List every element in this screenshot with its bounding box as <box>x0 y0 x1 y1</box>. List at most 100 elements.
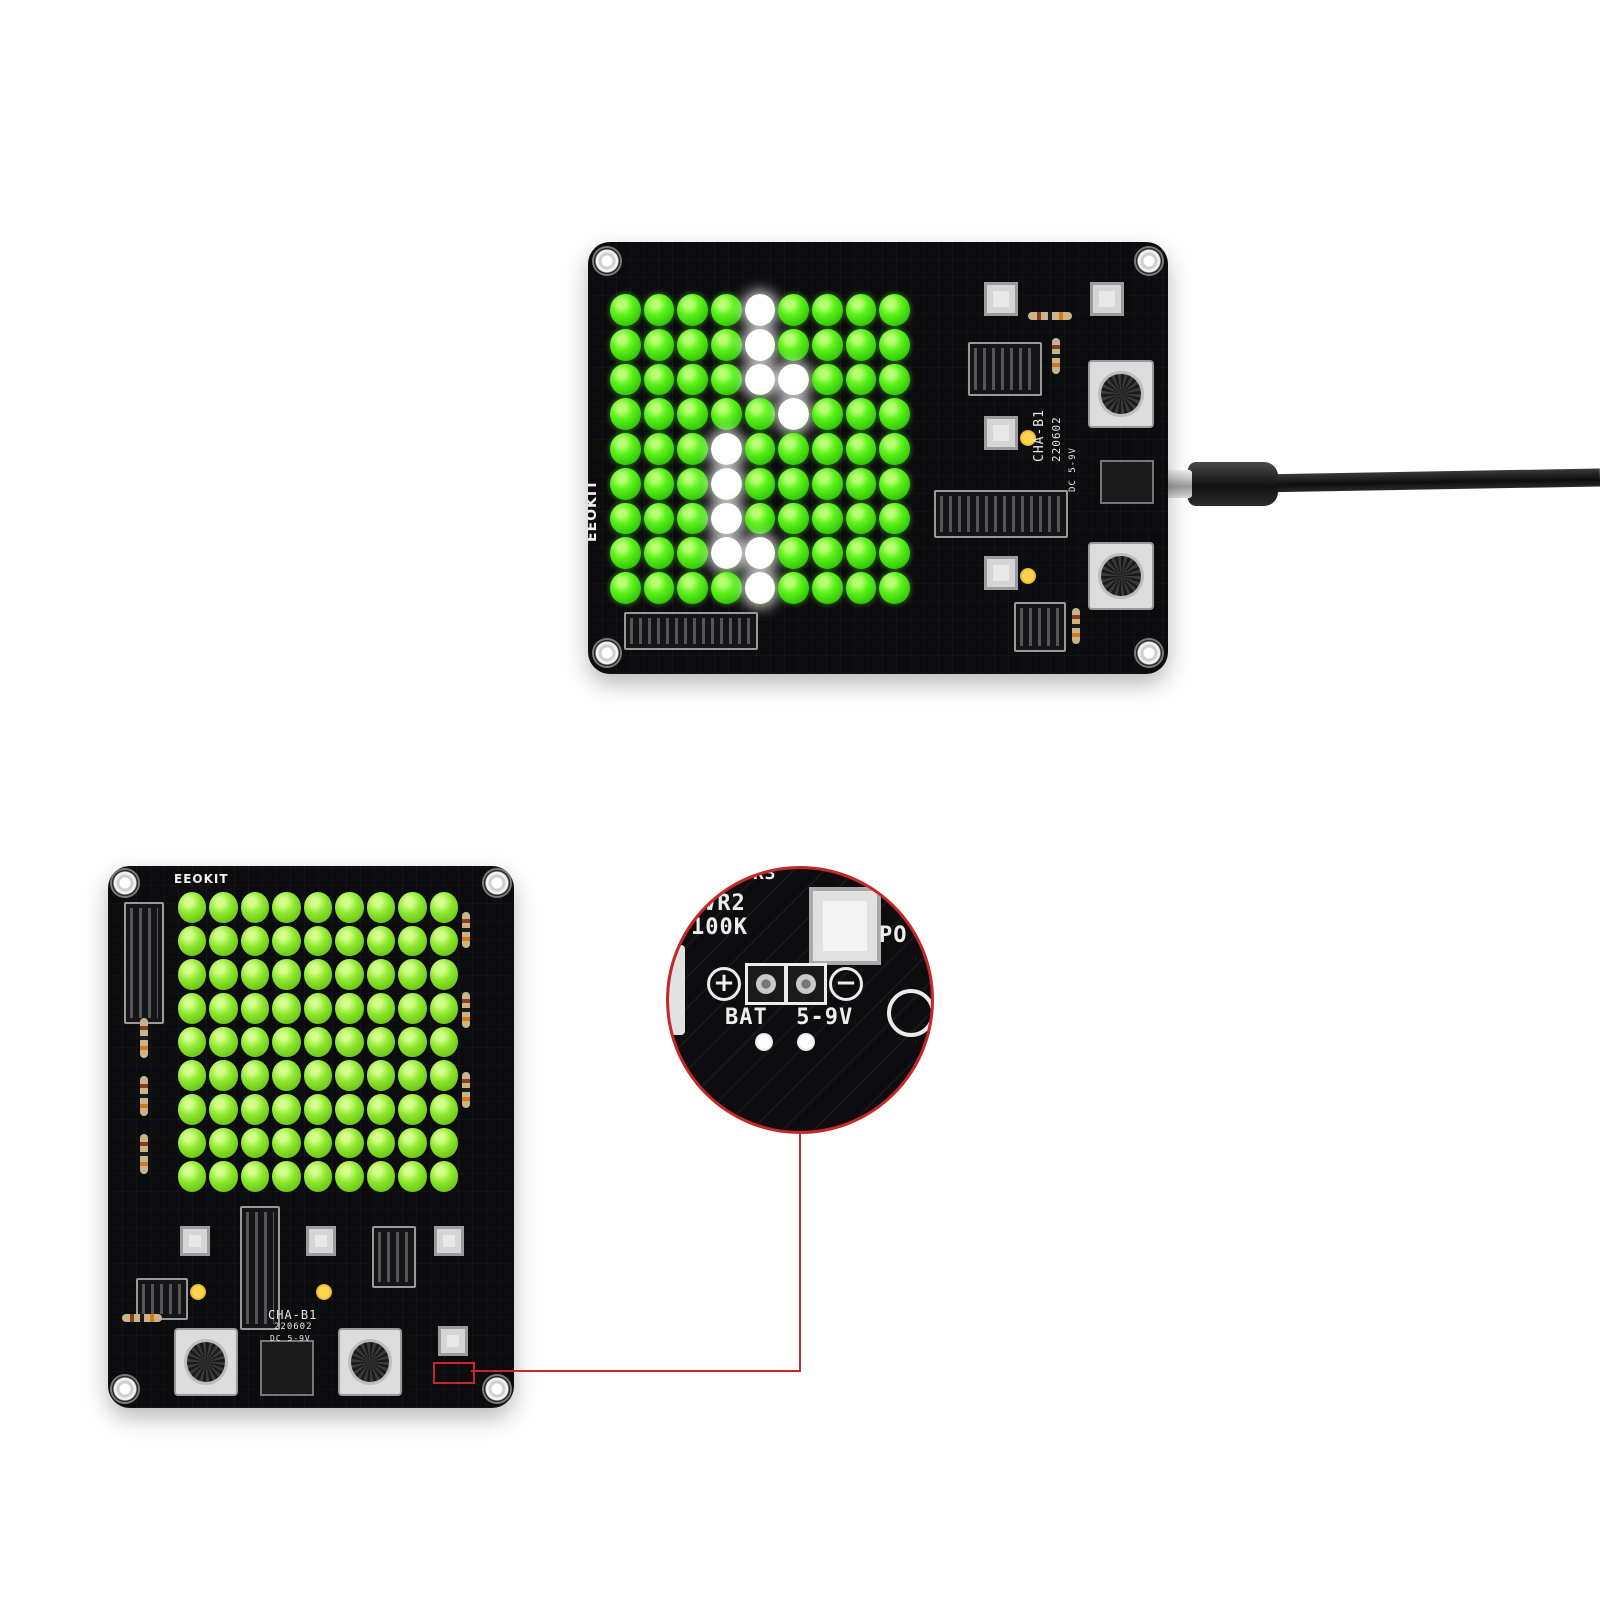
zoom-pot-label: VR2 <box>703 891 746 916</box>
led <box>240 1093 270 1125</box>
led <box>303 1093 333 1125</box>
led <box>398 1060 427 1091</box>
button-s1-power[interactable] <box>438 1326 468 1356</box>
led <box>398 959 427 990</box>
led <box>209 959 238 990</box>
resistor <box>1072 608 1080 644</box>
led <box>610 363 641 396</box>
led <box>272 1127 301 1159</box>
button-s3[interactable] <box>306 1226 336 1256</box>
led <box>303 992 333 1024</box>
led <box>811 537 843 570</box>
potentiometer-vr2[interactable] <box>338 1328 402 1396</box>
led <box>398 992 427 1024</box>
led <box>178 1161 207 1192</box>
resistor <box>140 1134 148 1174</box>
resistor <box>462 1072 470 1108</box>
led <box>272 1026 301 1058</box>
ic-chip <box>624 612 758 650</box>
model-label: CHA-B1 <box>268 1308 318 1322</box>
zoom-header-label: VR3 <box>741 866 777 884</box>
led <box>677 398 708 431</box>
led <box>303 1060 333 1091</box>
led <box>272 1161 301 1192</box>
button-s1-power[interactable] <box>1090 282 1124 316</box>
led <box>778 294 809 326</box>
led <box>677 537 708 570</box>
led <box>335 1093 364 1125</box>
dc-label: DC 5-9V <box>270 1334 311 1343</box>
led <box>209 1093 238 1125</box>
top-led-board: EEOKIT CHA-B1 220602 DC 5-9V <box>588 242 1168 674</box>
resistor <box>140 1018 148 1058</box>
button-s3[interactable] <box>984 416 1018 450</box>
led <box>879 294 910 326</box>
capacitor <box>316 1284 332 1300</box>
mount-hole <box>1136 248 1162 274</box>
led <box>677 328 708 361</box>
led <box>272 892 301 923</box>
potentiometer-vr1[interactable] <box>174 1328 238 1396</box>
led <box>178 892 207 923</box>
led <box>178 1093 207 1125</box>
led <box>240 1026 270 1058</box>
zoom-pot-value: 100K <box>691 915 748 940</box>
model-label: CHA-B1 <box>1032 409 1047 462</box>
led <box>744 328 776 361</box>
button-s2[interactable] <box>984 282 1018 316</box>
led <box>710 502 742 535</box>
led <box>845 502 877 535</box>
ic-chip <box>1014 602 1066 652</box>
led <box>178 925 207 957</box>
potentiometer-vr2[interactable] <box>1088 360 1154 428</box>
led <box>811 328 843 361</box>
button-s1[interactable] <box>180 1226 210 1256</box>
led <box>643 537 675 570</box>
button-s4[interactable] <box>434 1226 464 1256</box>
led <box>643 294 675 326</box>
led <box>366 1127 396 1159</box>
callout-marker <box>433 1362 475 1384</box>
led <box>429 1060 458 1091</box>
led <box>429 1161 458 1192</box>
led <box>710 363 742 396</box>
via <box>797 1033 815 1051</box>
brand-logo: EEOKIT <box>588 479 600 542</box>
mount-hole <box>112 1376 138 1402</box>
led <box>845 294 877 326</box>
zoom-detail: VR3 VR2 100K PO + − BAT 5-9V <box>666 866 934 1134</box>
led <box>845 433 877 465</box>
resistor <box>1028 312 1072 320</box>
minus-icon: − <box>829 967 863 1001</box>
led <box>610 502 641 535</box>
led <box>398 925 427 957</box>
button-s4[interactable] <box>984 556 1018 590</box>
led <box>643 572 675 604</box>
led <box>272 925 301 957</box>
led <box>778 572 809 604</box>
ic-chip <box>968 342 1042 396</box>
led <box>366 892 396 923</box>
led <box>335 892 364 923</box>
led <box>879 433 910 465</box>
led <box>209 925 238 957</box>
led <box>303 1127 333 1159</box>
led <box>643 398 675 431</box>
led <box>209 1026 238 1058</box>
led <box>240 992 270 1024</box>
ic-chip <box>136 1278 188 1320</box>
led <box>398 892 427 923</box>
led <box>366 1026 396 1058</box>
led <box>178 1127 207 1159</box>
led <box>643 328 675 361</box>
led <box>303 1161 333 1192</box>
led <box>643 433 675 465</box>
led <box>240 1127 270 1159</box>
led <box>845 537 877 570</box>
zoom-connector-label: BAT 5-9V <box>725 1005 854 1030</box>
led <box>178 1026 207 1058</box>
led <box>879 537 910 570</box>
potentiometer-vr1[interactable] <box>1088 542 1154 610</box>
led <box>744 363 776 396</box>
led <box>335 1026 364 1058</box>
